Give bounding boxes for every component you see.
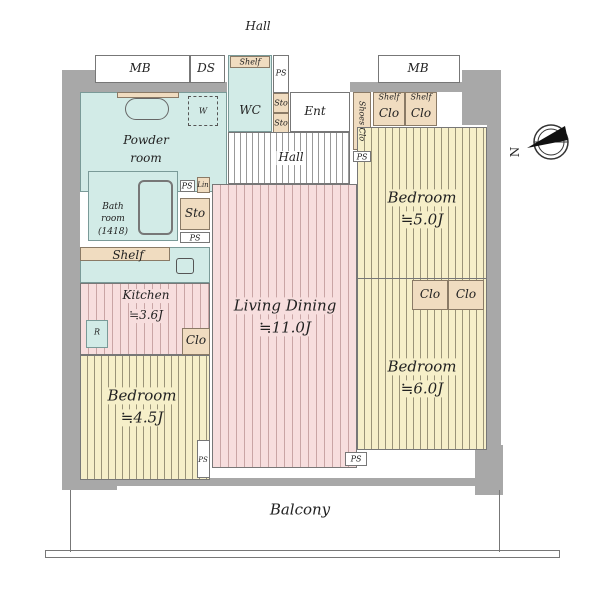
bathroom <box>88 171 178 241</box>
closet-top-1-label: Clo <box>378 106 400 121</box>
ds <box>190 55 225 83</box>
column-bottom-right <box>475 445 503 495</box>
column-top-right <box>462 70 500 125</box>
storage-label: Sto <box>184 206 206 221</box>
bedroom-3-size: ≒4.5J <box>120 408 164 427</box>
shelf-top-1-label: Shelf <box>378 92 400 102</box>
ps-bed3-label: PS <box>198 455 208 464</box>
balcony-railing <box>45 550 560 558</box>
hall-label: Hall <box>276 150 306 165</box>
outer-wall-left <box>62 70 80 490</box>
sink <box>125 98 169 120</box>
powder-room-label-1: Powder <box>123 133 169 148</box>
outer-wall-right <box>487 70 501 490</box>
compass-icon <box>527 124 569 160</box>
linen <box>197 177 210 193</box>
ds-label: DS <box>197 61 215 76</box>
ps-bath <box>180 180 195 192</box>
bedroom-2-size: ≒6.0J <box>400 379 444 398</box>
mb-left <box>95 55 190 83</box>
powder-room-label-2: room <box>130 151 162 166</box>
outer-wall-top-right <box>350 82 500 92</box>
balcony-label: Balcony <box>269 500 331 519</box>
sto-small-2-label: Sto <box>274 118 288 128</box>
storage <box>180 198 210 230</box>
bedroom-2-name: Bedroom <box>387 357 457 376</box>
ps-bottom <box>345 452 367 466</box>
ps-sto-label: PS <box>189 233 201 243</box>
bathroom-label-2: room <box>101 213 125 224</box>
kitchen-shelf-label: Shelf <box>112 248 144 263</box>
closet-top-1 <box>373 92 405 126</box>
ps-wc <box>273 55 289 93</box>
washer <box>188 96 218 126</box>
kitchen-size: ≒3.6J <box>129 308 163 323</box>
fridge <box>86 320 108 348</box>
ps-shoes <box>353 151 371 162</box>
living-dining-name: Living Dining <box>233 296 337 315</box>
bedroom-1-name: Bedroom <box>387 188 457 207</box>
sto-small-1-label: Sto <box>274 98 288 108</box>
kitchen-shelf <box>80 247 170 261</box>
bathtub <box>138 180 173 235</box>
closet-mid-2 <box>448 280 484 310</box>
wc-shelf <box>230 56 270 68</box>
kitchen-name: Kitchen <box>122 288 170 303</box>
ps-wc-label: PS <box>275 68 287 78</box>
shelf-top-2-label: Shelf <box>410 92 432 102</box>
outer-wall-top-left <box>62 82 227 92</box>
bathroom-label-3: (1418) <box>98 226 128 237</box>
ps-bed3 <box>197 440 210 478</box>
stove-icon <box>176 258 194 274</box>
linen-label: Lin <box>197 180 209 189</box>
wc-shelf-label: Shelf <box>239 57 261 67</box>
closet-kitchen <box>182 328 210 355</box>
mb-right <box>378 55 460 83</box>
sto-small-1 <box>273 93 289 113</box>
closet-mid-1 <box>412 280 448 310</box>
closet-kitchen-label: Clo <box>185 333 207 348</box>
fridge-label: R <box>93 327 101 337</box>
closet-top-2 <box>405 92 437 126</box>
vanity <box>117 92 179 98</box>
compass-north-label: N <box>508 146 523 158</box>
ps-bath-label: PS <box>181 181 193 191</box>
mb-left-label: MB <box>129 61 151 76</box>
outer-hall-label: Hall <box>245 19 271 34</box>
wc-label: WC <box>239 103 261 118</box>
entrance-label: Ent <box>304 104 326 119</box>
balcony <box>70 490 500 552</box>
mb-right-label: MB <box>407 61 429 76</box>
ps-sto <box>180 232 210 243</box>
bedroom-3-name: Bedroom <box>107 386 177 405</box>
closet-top-2-label: Clo <box>410 106 432 121</box>
closet-mid-1-label: Clo <box>419 287 441 302</box>
washer-label: W <box>198 106 208 116</box>
shoes-closet-label: Shoes Clo <box>357 100 367 142</box>
ps-bottom-label: PS <box>350 454 362 464</box>
entrance <box>290 92 350 132</box>
hall <box>228 132 350 184</box>
bedroom-1-size: ≒5.0J <box>400 210 444 229</box>
living-dining-size: ≒11.0J <box>259 318 311 337</box>
closet-mid-2-label: Clo <box>455 287 477 302</box>
outer-wall-bottom <box>110 478 490 486</box>
bathroom-label-1: Bath <box>102 201 124 212</box>
ps-shoes-label: PS <box>356 152 368 162</box>
